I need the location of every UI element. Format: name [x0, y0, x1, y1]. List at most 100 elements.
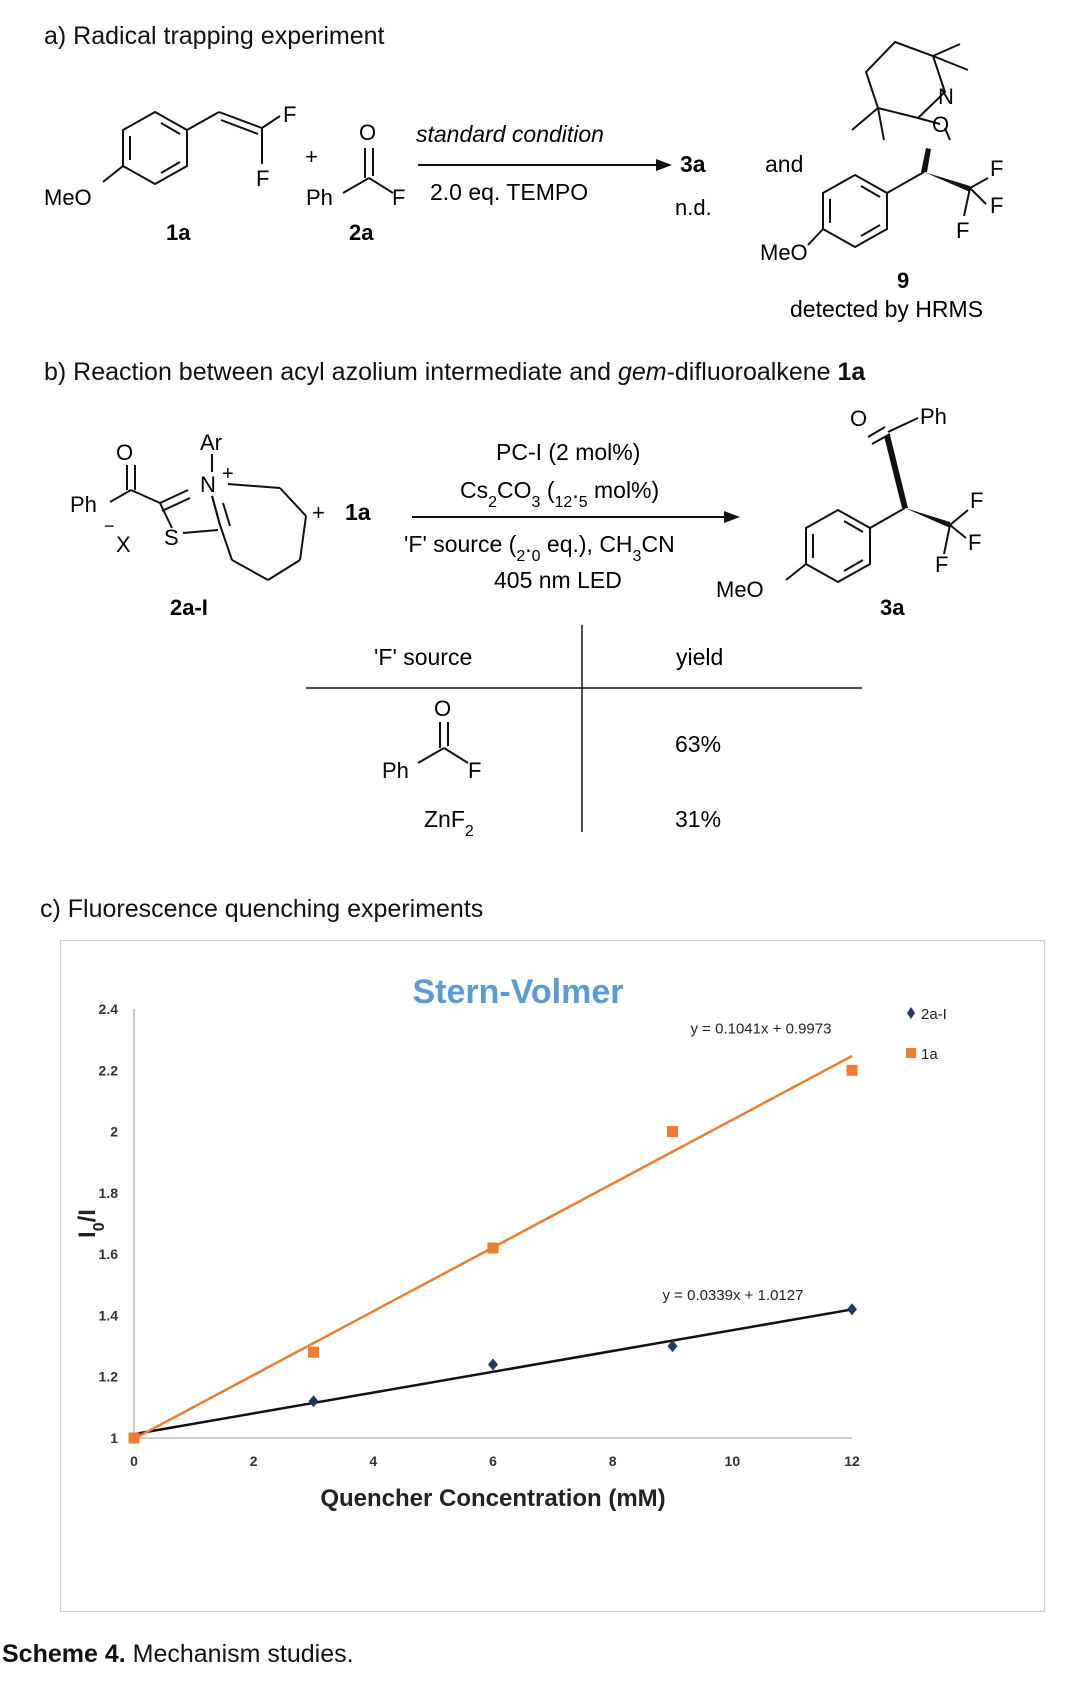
atom-f: F	[968, 530, 981, 555]
x-axis-label: Quencher Concentration (mM)	[320, 1485, 665, 1512]
atom-ar: Ar	[200, 430, 222, 455]
table-header-source: 'F' source	[374, 644, 472, 670]
legend-marker	[906, 1048, 916, 1058]
compound-label-2a-i: 2a-I	[170, 595, 208, 620]
y-tick-label: 1.8	[99, 1185, 119, 1201]
data-point-2a-I	[667, 1340, 678, 1353]
detected-text: detected by HRMS	[790, 296, 983, 322]
section-a-heading: a) Radical trapping experiment	[44, 22, 385, 50]
x-tick-label: 6	[489, 1453, 497, 1469]
stern-volmer-chart: 1 1.2 1.4 1.6 1.8 2 2.2 2.4 0 2 4 6 8 10 12 Stern-Volme…	[74, 973, 947, 1512]
atom-o: O	[932, 112, 949, 137]
condition-2: Cs2CO3 (12.5 mol%)	[460, 477, 659, 511]
atom-f: F	[392, 185, 405, 210]
data-point-1a	[128, 1432, 140, 1444]
atom-f: F	[970, 488, 983, 513]
plus-sign: +	[312, 500, 325, 525]
atom-o: O	[116, 440, 133, 465]
table-cell-yield: 31%	[675, 806, 721, 832]
y-axis-label: I0/I	[74, 1209, 108, 1238]
x-tick-label: 12	[844, 1453, 860, 1469]
atom-ph: Ph	[70, 492, 97, 517]
data-point-1a	[667, 1126, 678, 1138]
scheme-a: F F MeO 1a + O Ph F 2a standard conditio…	[44, 40, 1003, 322]
heading-part: -difluoroalkene	[666, 358, 838, 386]
chart-title: Stern-Volmer	[413, 973, 624, 1011]
legend-marker	[907, 1007, 915, 1019]
atom-f: F	[468, 758, 481, 783]
atom-x: X	[116, 532, 131, 557]
y-tick-label: 2.2	[99, 1062, 119, 1078]
trendline-equation: y = 0.1041x + 0.9973	[691, 1021, 832, 1038]
result-nd: n.d.	[675, 195, 712, 220]
atom-f: F	[256, 166, 269, 191]
data-point-2a-I	[847, 1303, 857, 1316]
charge-plus: +	[222, 463, 234, 485]
compound-label-1a: 1a	[345, 499, 371, 525]
data-point-2a-I	[488, 1358, 498, 1371]
atom-n: N	[938, 84, 954, 109]
atom-ph: Ph	[382, 758, 409, 783]
atom-meo: MeO	[760, 240, 808, 265]
heading-bold: 1a	[837, 358, 866, 386]
condition-top: standard condition	[416, 121, 604, 147]
data-point-2a-I	[308, 1395, 319, 1408]
atom-n: N	[200, 472, 216, 497]
section-c-heading: c) Fluorescence quenching experiments	[40, 895, 484, 923]
x-tick-label: 0	[130, 1453, 138, 1469]
compound-label-9: 9	[897, 268, 909, 293]
x-tick-label: 8	[609, 1453, 617, 1469]
condition-4: 405 nm LED	[494, 567, 622, 593]
data-point-1a	[487, 1242, 499, 1254]
x-tick-label: 10	[725, 1453, 741, 1469]
y-tick-label: 1.2	[99, 1369, 119, 1385]
table-header-yield: yield	[676, 644, 723, 670]
condition-1: PC-I (2 mol%)	[496, 439, 640, 465]
atom-f: F	[283, 102, 296, 127]
condition-3: 'F' source (2.0 eq.), CH3CN	[404, 531, 675, 565]
charge-minus: −	[104, 516, 115, 536]
data-point-1a	[308, 1346, 319, 1358]
x-tick-label: 4	[369, 1453, 377, 1469]
atom-o: O	[850, 406, 867, 431]
trendline-equation: y = 0.0339x + 1.0127	[663, 1287, 804, 1304]
scheme-caption: Scheme 4. Mechanism studies.	[2, 1640, 354, 1669]
y-tick-label: 2.4	[99, 1001, 119, 1017]
atom-f: F	[935, 552, 948, 577]
atom-ph: Ph	[306, 185, 333, 210]
y-tick-label: 1.6	[99, 1246, 119, 1262]
and-text: and	[765, 151, 803, 177]
atom-o: O	[434, 696, 451, 721]
table-cell-yield: 63%	[675, 731, 721, 757]
legend-label: 2a-I	[921, 1006, 947, 1023]
x-tick-label: 2	[250, 1453, 258, 1469]
compound-label-2a: 2a	[349, 220, 374, 245]
compound-label-3a: 3a	[680, 151, 706, 177]
caption-label: Scheme 4.	[2, 1640, 126, 1668]
atom-f: F	[990, 156, 1003, 181]
scheme-b: O Ar N + Ph − X S 2a-I + 1a PC-I (2 mol%…	[70, 404, 983, 840]
compound-label-1a: 1a	[166, 220, 191, 245]
y-tick-label: 1.4	[99, 1307, 119, 1323]
atom-s: S	[164, 525, 179, 550]
atom-meo: MeO	[44, 185, 92, 210]
heading-part: b) Reaction between acyl azolium interme…	[44, 358, 618, 386]
atom-f: F	[990, 193, 1003, 218]
caption-text: Mechanism studies.	[125, 1640, 354, 1668]
atom-o: O	[359, 120, 376, 145]
table-cell-source: ZnF2	[424, 806, 474, 840]
atom-f: F	[956, 218, 969, 243]
plus-sign: +	[305, 144, 318, 169]
y-tick-label: 2	[110, 1124, 118, 1140]
chart-frame: 1 1.2 1.4 1.6 1.8 2 2.2 2.4 0 2 4 6 8 10 12 Stern-Volme…	[60, 940, 1045, 1612]
data-point-1a	[846, 1064, 858, 1076]
fit-line-2a-I	[133, 1308, 853, 1436]
atom-ph: Ph	[920, 404, 947, 429]
section-b-heading: b) Reaction between acyl azolium interme…	[44, 358, 865, 387]
legend-label: 1a	[921, 1046, 938, 1063]
compound-label-3a: 3a	[880, 595, 905, 620]
y-tick-label: 1	[110, 1430, 118, 1446]
condition-bottom: 2.0 eq. TEMPO	[430, 179, 588, 205]
heading-italic: gem	[617, 358, 667, 386]
atom-meo: MeO	[716, 577, 764, 602]
